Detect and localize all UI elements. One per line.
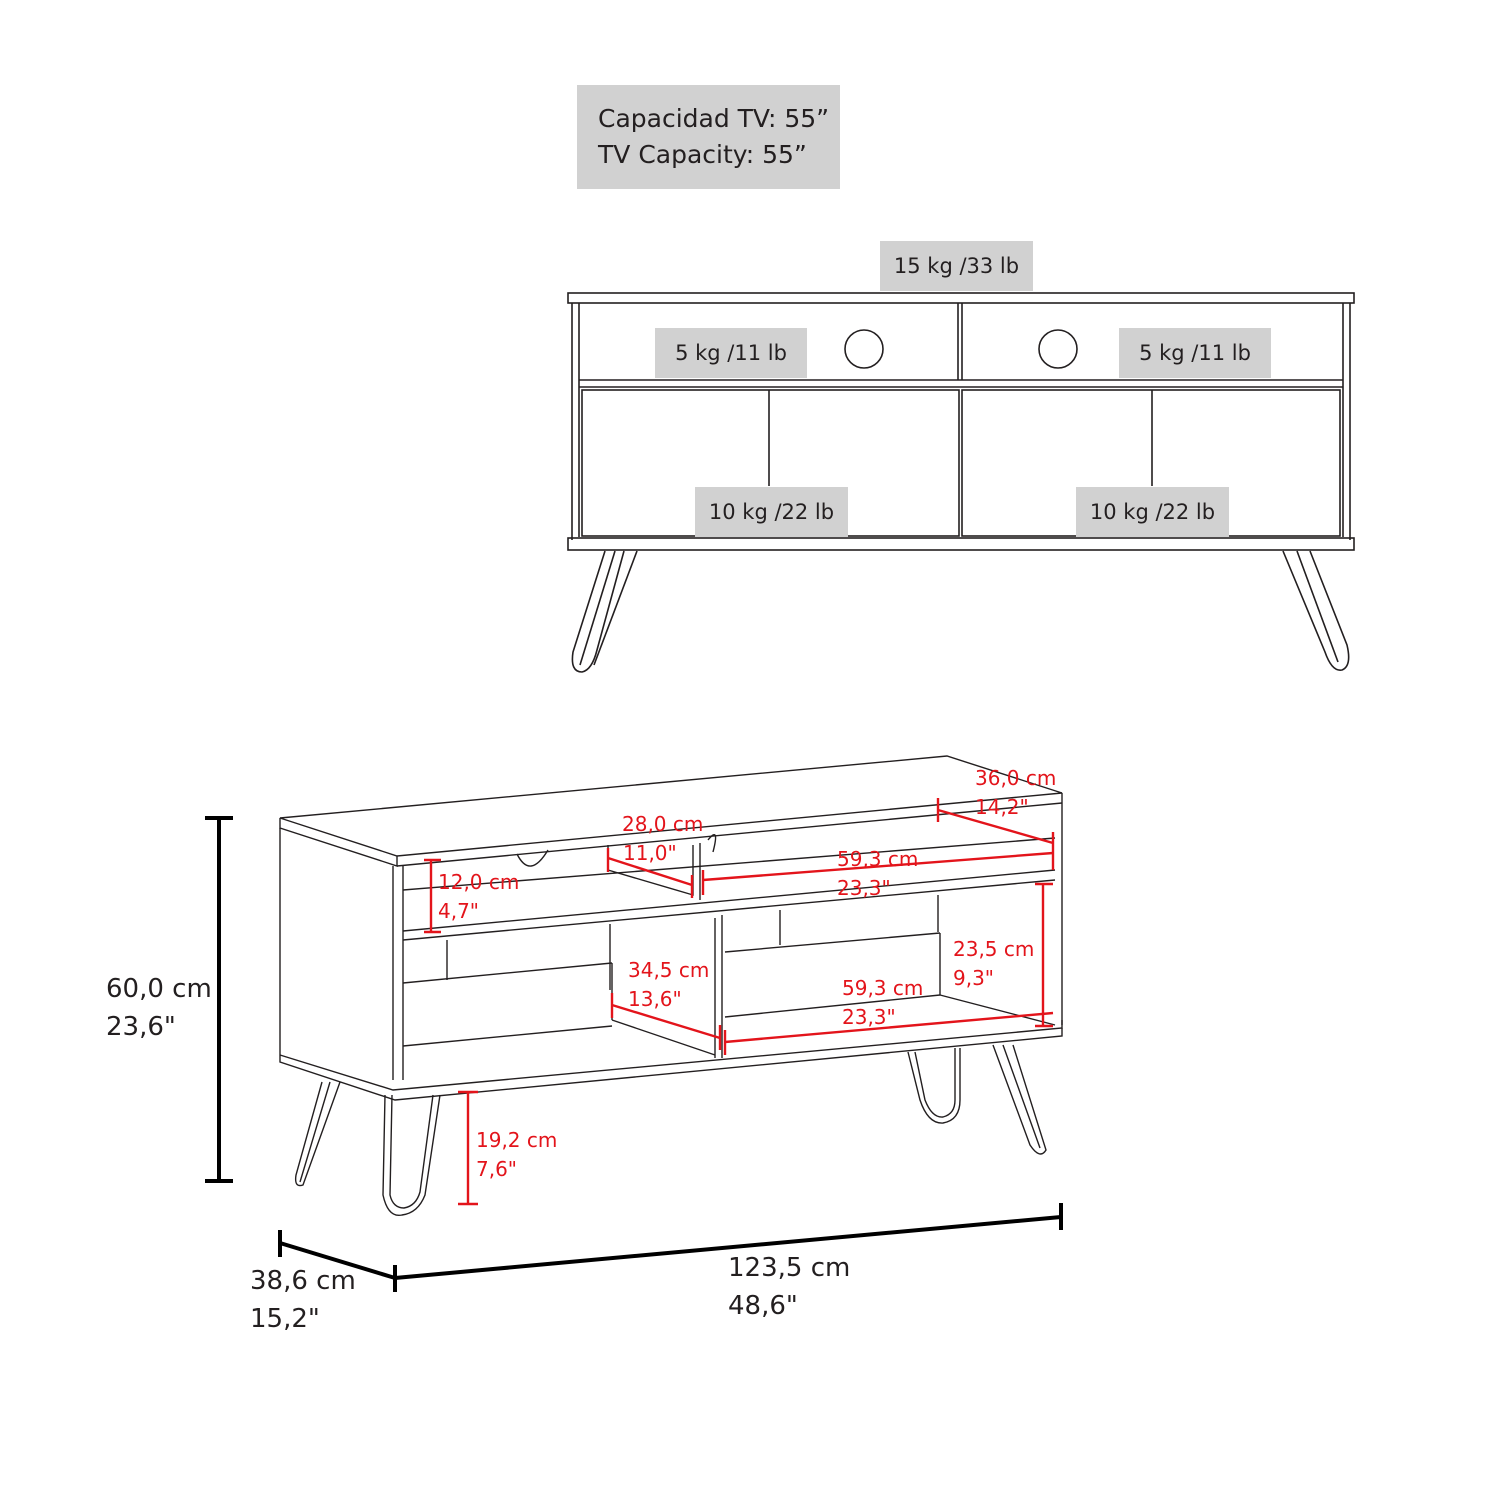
dim-upper-width: 59,3 cm 23,3"	[837, 847, 919, 900]
internal-dimension-lines	[424, 798, 1055, 1206]
tv-capacity-en: TV Capacity: 55”	[598, 140, 807, 169]
dim-overall-height: 60,0 cm 23,6"	[106, 974, 212, 1042]
dim-divider-depth-top: 28,0 cm 11,0"	[622, 812, 704, 865]
overall-dimension-lines	[205, 816, 1063, 1292]
tv-capacity-box: Capacidad TV: 55” TV Capacity: 55”	[577, 85, 840, 189]
load-label-lower-left: 10 kg /22 lb	[695, 487, 848, 537]
load-label-top: 15 kg /33 lb	[880, 241, 1033, 291]
dim-overall-width: 123,5 cm 48,6"	[728, 1253, 851, 1321]
dim-leg-height: 19,2 cm 7,6"	[476, 1128, 558, 1181]
dim-divider-depth-bottom: 34,5 cm 13,6"	[628, 958, 710, 1011]
dim-upper-height: 12,0 cm 4,7"	[438, 870, 520, 923]
dim-lower-width: 59,3 cm 23,3"	[842, 976, 924, 1029]
load-label-upper-left: 5 kg /11 lb	[655, 328, 807, 378]
tv-capacity-es: Capacidad TV: 55”	[598, 104, 830, 133]
dim-overall-depth: 38,6 cm 15,2"	[250, 1266, 356, 1334]
dim-top-depth: 36,0 cm 14,2"	[975, 766, 1057, 819]
iso-view-drawing	[279, 755, 1063, 1217]
load-label-upper-right: 5 kg /11 lb	[1119, 328, 1271, 378]
dim-lower-height: 23,5 cm 9,3"	[953, 937, 1035, 990]
front-view-drawing	[567, 292, 1355, 673]
load-label-lower-right: 10 kg /22 lb	[1076, 487, 1229, 537]
